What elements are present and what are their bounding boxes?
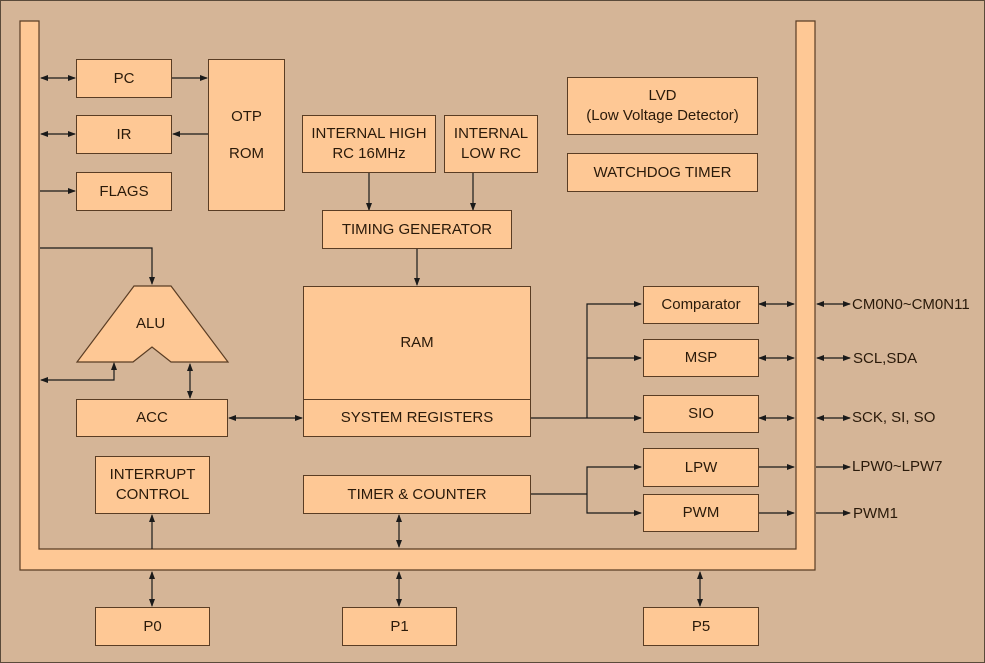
pwm-label: PWM bbox=[682, 504, 720, 521]
system-registers-block: SYSTEM REGISTERS bbox=[303, 399, 531, 437]
p5-label: P5 bbox=[691, 617, 711, 635]
pin-label-sio: SCK, SI, SO bbox=[852, 409, 936, 426]
msp-label: MSP bbox=[684, 349, 718, 366]
comparator-block: Comparator bbox=[643, 286, 759, 324]
otp-rom-block: OTP ROM bbox=[208, 59, 285, 211]
msp-block: MSP bbox=[643, 339, 759, 377]
watchdog-timer-label: WATCHDOG TIMER bbox=[593, 163, 732, 181]
port-p0-block: P0 bbox=[95, 607, 210, 646]
comparator-label: Comparator bbox=[661, 296, 741, 313]
internal-low-rc-block: INTERNAL LOW RC bbox=[444, 115, 538, 173]
port-p5-block: P5 bbox=[643, 607, 759, 646]
pin-label-pwm: PWM1 bbox=[853, 505, 898, 522]
acc-label: ACC bbox=[136, 409, 168, 426]
alu-label: ALU bbox=[136, 315, 166, 332]
arrow-alu-bus bbox=[40, 362, 117, 383]
timer-counter-label: TIMER & COUNTER bbox=[347, 485, 487, 503]
lvd-label-1: LVD bbox=[648, 87, 677, 104]
timer-counter-block: TIMER & COUNTER bbox=[303, 475, 531, 514]
sio-label: SIO bbox=[688, 405, 714, 422]
arrow-to-pwm bbox=[586, 494, 642, 516]
system-registers-label: SYSTEM REGISTERS bbox=[340, 409, 494, 426]
pin-label-lpw: LPW0~LPW7 bbox=[852, 458, 943, 475]
timing-generator-block: TIMING GENERATOR bbox=[322, 210, 512, 249]
internal-bus bbox=[19, 20, 816, 571]
flags-label: FLAGS bbox=[99, 182, 149, 200]
lvd-label-2: (Low Voltage Detector) bbox=[586, 107, 739, 124]
internal-high-rc-block: INTERNAL HIGH RC 16MHz bbox=[302, 115, 436, 173]
internal-low-label-2: LOW RC bbox=[461, 145, 521, 162]
ir-block: IR bbox=[76, 115, 172, 154]
lpw-block: LPW bbox=[643, 448, 759, 487]
rom-label: ROM bbox=[229, 144, 264, 162]
pin-label-comparator: CM0N0~CM0N11 bbox=[852, 296, 970, 313]
arrow-bus-alu bbox=[40, 247, 155, 285]
lvd-block: LVD (Low Voltage Detector) bbox=[567, 77, 758, 135]
lpw-label: LPW bbox=[684, 458, 718, 476]
otp-label: OTP bbox=[231, 107, 262, 125]
internal-high-label-1: INTERNAL HIGH bbox=[311, 125, 427, 142]
ir-label: IR bbox=[116, 125, 132, 143]
pc-label: PC bbox=[113, 69, 135, 87]
ram-label: RAM bbox=[400, 334, 434, 351]
p0-label: P0 bbox=[143, 617, 162, 635]
acc-block: ACC bbox=[76, 399, 228, 437]
flags-block: FLAGS bbox=[76, 172, 172, 211]
pwm-block: PWM bbox=[643, 494, 759, 532]
port-p1-block: P1 bbox=[342, 607, 457, 646]
internal-high-label-2: RC 16MHz bbox=[332, 145, 406, 162]
interrupt-label-2: CONTROL bbox=[115, 486, 190, 503]
interrupt-control-block: INTERRUPT CONTROL bbox=[95, 456, 210, 514]
pc-block: PC bbox=[76, 59, 172, 98]
ram-block: RAM bbox=[303, 286, 531, 400]
arrow-to-lpw bbox=[586, 464, 642, 494]
p1-label: P1 bbox=[390, 617, 409, 635]
pin-label-msp: SCL,SDA bbox=[853, 350, 918, 367]
watchdog-timer-block: WATCHDOG TIMER bbox=[567, 153, 758, 192]
sio-block: SIO bbox=[643, 395, 759, 433]
internal-low-label-1: INTERNAL bbox=[453, 125, 529, 142]
timing-generator-label: TIMING GENERATOR bbox=[341, 220, 493, 238]
interrupt-label-1: INTERRUPT bbox=[109, 466, 196, 483]
arrow-to-comparator bbox=[586, 301, 642, 418]
